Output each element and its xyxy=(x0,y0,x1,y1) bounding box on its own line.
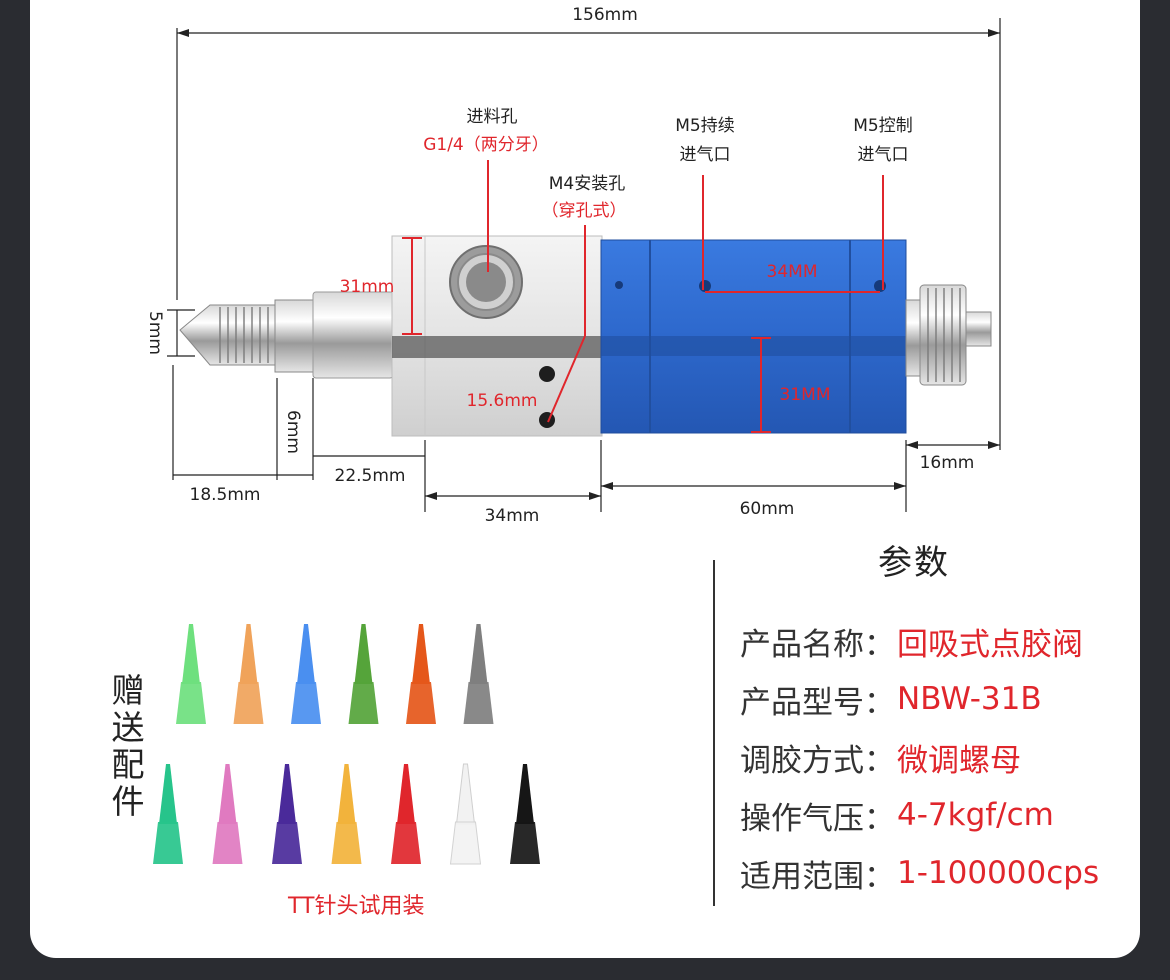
right-knob xyxy=(905,284,992,386)
needle-tip xyxy=(391,764,421,864)
param-row: 适用范围： 1-100000cps xyxy=(740,844,1099,902)
product-card: 156mm 5mm 18.5mm 6mm 22.5mm 31mm 34mm 15… xyxy=(30,0,1140,958)
needle-tip xyxy=(233,624,264,724)
needle-tube xyxy=(312,291,394,379)
param-value: 回吸式点胶阀 xyxy=(897,626,1083,663)
params-list: 产品名称： 回吸式点胶阀 产品型号： NBW-31B 调胶方式： 微调螺母 操作… xyxy=(740,612,1099,902)
needle-tip xyxy=(153,764,183,864)
needle-tip xyxy=(348,624,379,724)
dim-left-height: 5mm xyxy=(145,311,165,355)
inlet-title: 进料孔 xyxy=(467,107,518,127)
dim-blue-length: 60mm xyxy=(740,499,795,519)
param-label: 操作气压： xyxy=(740,800,895,837)
params-divider xyxy=(713,560,715,906)
hex-fitting xyxy=(274,299,314,373)
dim-hole-spacing: 15.6mm xyxy=(467,391,538,411)
param-value: NBW-31B xyxy=(897,681,1042,717)
param-label: 适用范围： xyxy=(740,858,895,895)
mount-title: M4安装孔 xyxy=(549,174,625,194)
inlet-spec: G1/4（两分牙） xyxy=(423,135,549,155)
param-row: 调胶方式： 微调螺母 xyxy=(740,728,1099,786)
valve-drawing xyxy=(179,235,992,437)
dim-nut-length: 18.5mm xyxy=(190,485,261,505)
dim-total-length: 156mm xyxy=(572,5,638,25)
param-row: 产品名称： 回吸式点胶阀 xyxy=(740,612,1099,670)
needle-tip xyxy=(449,763,482,865)
gift-label: 赠送配件 xyxy=(111,671,145,821)
needle-tip xyxy=(176,624,206,724)
param-value: 4-7kgf/cm xyxy=(897,797,1054,833)
blue-cylinder xyxy=(600,239,907,434)
m5-control-line2: 进气口 xyxy=(858,145,909,165)
valve-dimension-diagram: 156mm 5mm 18.5mm 6mm 22.5mm 31mm 34mm 15… xyxy=(145,5,1001,865)
dim-fitting-length: 22.5mm xyxy=(335,466,406,486)
param-row: 产品型号： NBW-31B xyxy=(740,670,1099,728)
m5-control-line1: M5控制 xyxy=(853,116,912,136)
dim-gap: 6mm xyxy=(283,410,303,454)
needle-tip xyxy=(510,764,540,864)
needle-tip xyxy=(331,764,362,864)
needle-tip xyxy=(272,764,302,864)
param-label: 调胶方式： xyxy=(740,742,895,779)
dim-port-spacing: 34MM xyxy=(767,262,818,282)
needle-tip xyxy=(463,624,494,724)
param-row: 操作气压： 4-7kgf/cm xyxy=(740,786,1099,844)
m5-continuous-line1: M5持续 xyxy=(675,116,734,136)
param-value: 微调螺母 xyxy=(897,742,1021,779)
silver-body xyxy=(391,235,603,437)
needle-tip xyxy=(212,764,243,864)
tt-caption: TT针头试用装 xyxy=(288,894,425,919)
params-title: 参数 xyxy=(878,543,950,583)
needle-tip xyxy=(291,624,321,724)
mount-spec: （穿孔式） xyxy=(542,201,627,221)
param-label: 产品型号： xyxy=(740,684,895,721)
m5-continuous-line2: 进气口 xyxy=(680,145,731,165)
dim-right-thread: 16mm xyxy=(920,453,975,473)
param-value: 1-100000cps xyxy=(897,855,1100,891)
dim-blue-height: 31MM xyxy=(780,385,831,405)
dim-body-length: 34mm xyxy=(485,506,540,526)
tt-tips xyxy=(153,624,540,865)
needle-tip xyxy=(406,624,436,724)
dim-body-height: 31mm xyxy=(340,277,395,297)
param-label: 产品名称： xyxy=(740,626,895,663)
